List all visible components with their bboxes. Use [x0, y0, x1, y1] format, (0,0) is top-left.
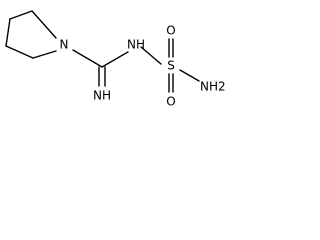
- atom-label-ring-n: N: [60, 38, 69, 52]
- atom-label-amine: NH2: [200, 80, 226, 94]
- atom-label-imine: NH: [93, 89, 111, 103]
- pyrrolidine-ring: [5, 10, 57, 59]
- atom-label-oxygen-top: O: [166, 24, 175, 38]
- atom-label-sulfonyl-nh: NH: [127, 38, 145, 52]
- ring-bond-c5-n: [32, 50, 57, 59]
- bond-s-nh2: [179, 69, 200, 82]
- bond-nh-s: [140, 46, 162, 65]
- bond-n-central-c: [72, 49, 103, 68]
- atom-label-sulfur: S: [167, 59, 175, 73]
- ring-bond-n-c2: [31, 10, 57, 39]
- ring-bond-c4-c5: [5, 45, 34, 59]
- sulfonamide-group: [140, 38, 200, 93]
- structure-diagram: N NH S O O NH2 NH: [5, 10, 226, 109]
- bond-central-c-nh: [101, 51, 129, 68]
- ring-bond-c2-c3: [9, 10, 33, 20]
- atom-label-oxygen-bottom: O: [166, 95, 175, 109]
- ring-bond-c3-c4: [5, 18, 11, 47]
- amidine-group: [72, 49, 129, 87]
